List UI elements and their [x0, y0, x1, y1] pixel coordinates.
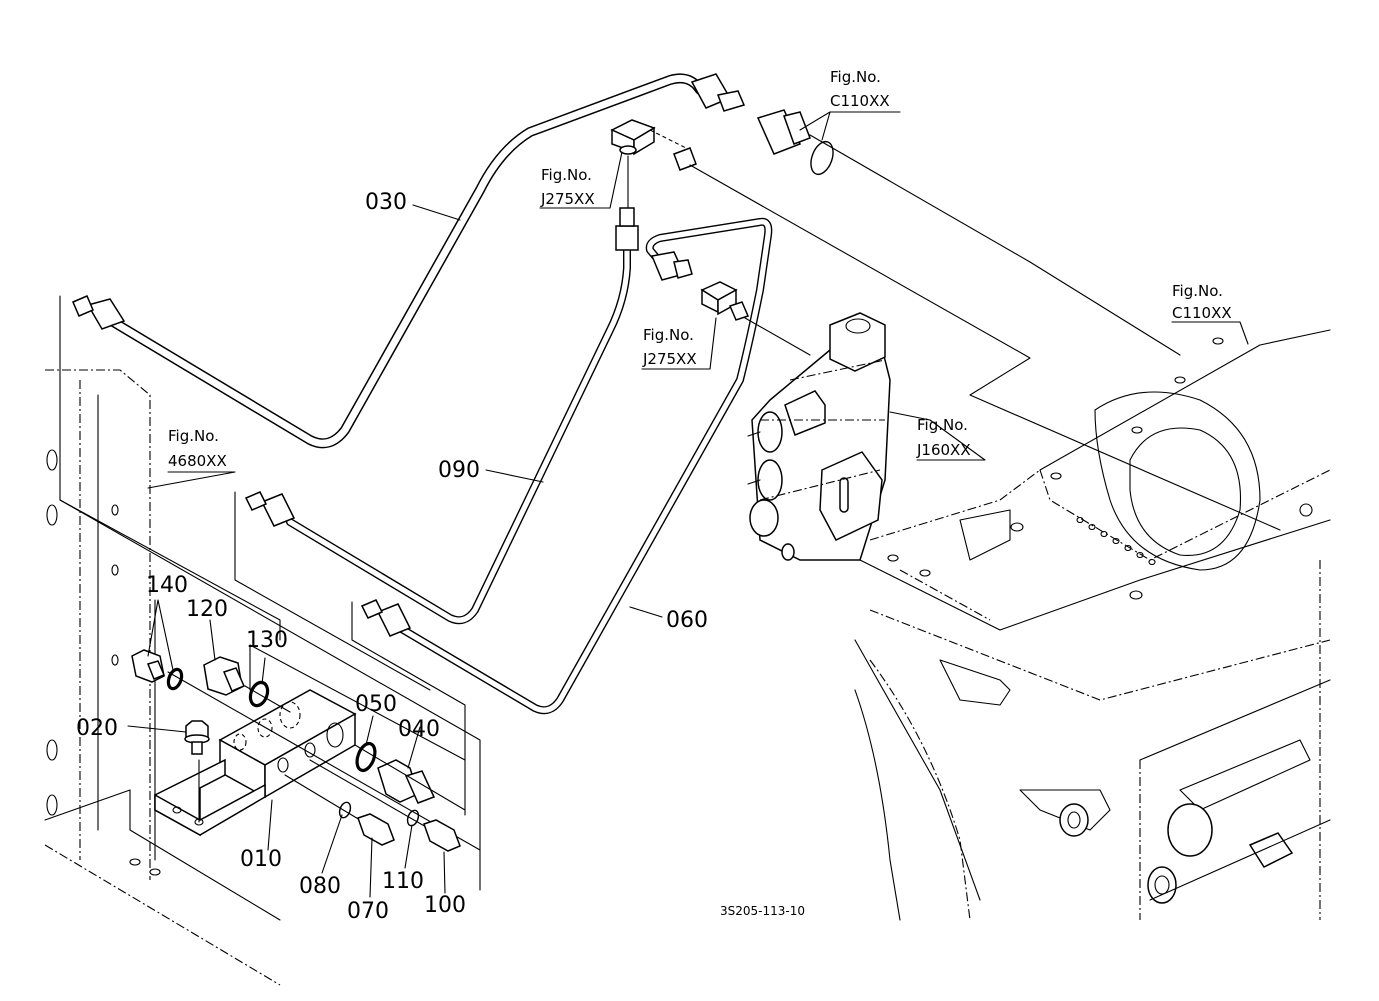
pipe-060: [351, 217, 773, 816]
control-valve: [747, 312, 891, 561]
label-040: 040: [398, 717, 440, 742]
bolt-020: [184, 720, 210, 755]
svg-text:Fig.No.: Fig.No.: [917, 416, 968, 434]
label-060: 060: [666, 608, 708, 633]
drawing-code: 3S205-113-10: [720, 904, 805, 918]
label-130: 130: [246, 628, 288, 653]
label-080: 080: [299, 874, 341, 899]
svg-text:C110XX: C110XX: [830, 92, 890, 110]
plug-120: [203, 656, 291, 713]
label-100: 100: [424, 893, 466, 918]
leader-lines: [127, 111, 1249, 898]
label-120: 120: [186, 597, 228, 622]
svg-text:J275XX: J275XX: [642, 350, 697, 368]
svg-text:Fig.No.: Fig.No.: [1172, 282, 1223, 300]
figref-4680xx[interactable]: Fig.No. 4680XX: [168, 427, 227, 470]
left-frame-panel: [44, 295, 481, 986]
part-number-labels: 030 090 060 140 120 130 020 050 040 010 …: [76, 190, 708, 924]
svg-text:4680XX: 4680XX: [168, 452, 227, 470]
transmission-case: [854, 329, 1331, 921]
label-030: 030: [365, 190, 407, 215]
label-010: 010: [240, 847, 282, 872]
fittings-070-100: [284, 759, 461, 852]
svg-text:Fig.No.: Fig.No.: [830, 68, 881, 86]
label-090: 090: [438, 458, 480, 483]
figref-j160xx[interactable]: Fig.No. J160XX: [916, 416, 971, 459]
figref-j275xx-middle[interactable]: Fig.No. J275XX: [642, 326, 697, 368]
label-020: 020: [76, 716, 118, 741]
plug-140: [131, 649, 481, 851]
svg-text:J160XX: J160XX: [916, 441, 971, 459]
tee-fitting-top: [610, 119, 1281, 531]
label-110: 110: [382, 869, 424, 894]
label-070: 070: [347, 899, 389, 924]
svg-text:C110XX: C110XX: [1172, 304, 1232, 322]
fitting-c110xx: [756, 109, 1181, 356]
pipe-030: [72, 73, 746, 449]
svg-text:Fig.No.: Fig.No.: [168, 427, 219, 445]
label-140: 140: [146, 573, 188, 598]
figure-references: Fig.No. C110XX Fig.No. J275XX Fig.No. J2…: [168, 68, 1232, 470]
fitting-040: [354, 741, 466, 811]
svg-text:Fig.No.: Fig.No.: [541, 166, 592, 184]
pipe-090: [234, 207, 639, 691]
label-050: 050: [355, 692, 397, 717]
figref-j275xx-top[interactable]: Fig.No. J275XX: [540, 166, 595, 208]
bolt-holes: [887, 337, 1313, 600]
svg-text:J275XX: J275XX: [540, 190, 595, 208]
manifold-block-010: [154, 689, 357, 837]
svg-text:Fig.No.: Fig.No.: [643, 326, 694, 344]
tee-fitting-middle: [700, 281, 811, 356]
figref-c110xx-top[interactable]: Fig.No. C110XX: [830, 68, 890, 110]
figref-c110xx-right[interactable]: Fig.No. C110XX: [1172, 282, 1232, 322]
